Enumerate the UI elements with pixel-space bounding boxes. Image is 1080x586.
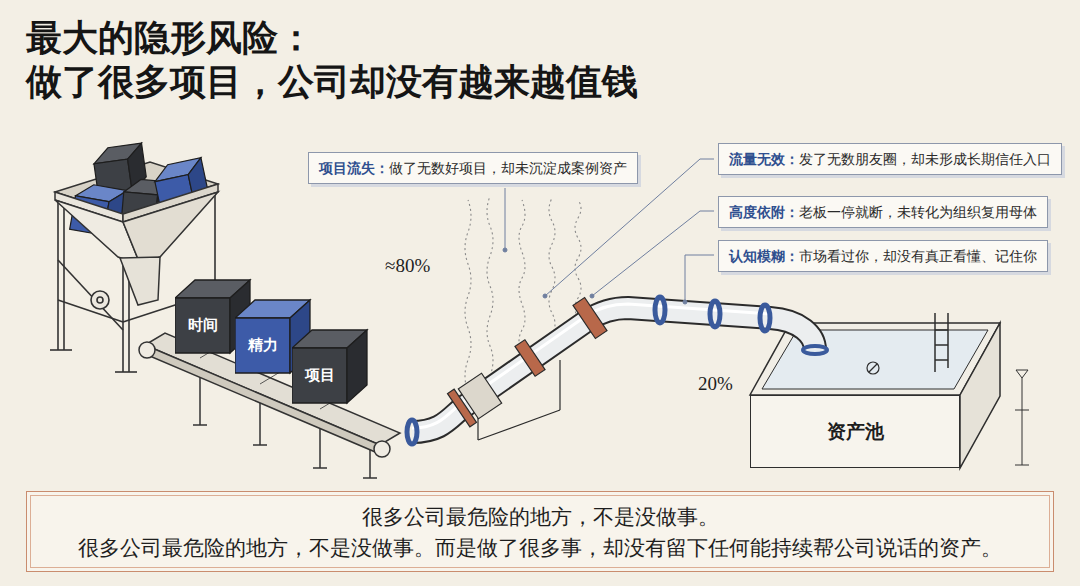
shape-circle <box>139 342 155 358</box>
asset-pool: 资产池 <box>750 395 960 468</box>
shape-ellipse <box>655 297 665 323</box>
callout-box: 高度依附：老板一停就断，未转化为组织复用母体 <box>718 196 1048 228</box>
shape-line <box>260 372 280 384</box>
shape-circle <box>503 248 507 252</box>
shape-polygon <box>1016 370 1028 378</box>
shape-rect <box>573 298 607 339</box>
callout-text: 发了无数朋友圈，却未形成长期信任入口 <box>799 151 1051 167</box>
shape-circle <box>867 362 879 374</box>
shape-line <box>58 260 123 330</box>
level-marker <box>1015 370 1029 465</box>
shape-path <box>685 255 714 302</box>
shape-path <box>592 211 714 296</box>
shape-circle <box>683 300 687 304</box>
diagram-title: 最大的隐形风险： 做了很多项目，公司却没有越来越值钱 <box>26 16 726 104</box>
callout-heading: 认知模糊： <box>729 248 799 264</box>
callout-box: 项目流失：做了无数好项目，却未沉淀成案例资产 <box>308 152 638 184</box>
callout-text: 老板一停就断，未转化为组织复用母体 <box>799 204 1037 220</box>
shape-path <box>549 198 555 336</box>
shape-line <box>259 397 261 445</box>
callout-text: 市场看过你，却没有真正看懂、记住你 <box>799 248 1037 264</box>
callout-heading: 项目流失： <box>319 160 389 176</box>
cube-face <box>235 318 290 373</box>
shape-circle <box>374 441 390 457</box>
shape-ellipse <box>407 420 417 444</box>
percent-label: 20% <box>698 373 733 395</box>
pipe-fittings <box>448 298 607 440</box>
shape-ellipse <box>710 301 720 327</box>
shape-line <box>869 364 877 372</box>
callout-box: 认知模糊：市场看过你，却没有真正看懂、记住你 <box>718 240 1048 272</box>
summary-text: 很多公司最危险的地方，不是没做事。 <box>362 501 719 532</box>
shape-path <box>465 200 471 392</box>
shape-line <box>478 410 560 440</box>
shape-line <box>193 424 207 426</box>
shape-circle <box>91 291 109 309</box>
shape-line <box>363 477 377 479</box>
shape-line <box>253 444 267 446</box>
shape-rect <box>515 340 545 377</box>
shape-rect <box>448 389 477 427</box>
cube-label: 时间 <box>175 298 230 353</box>
cube-face <box>292 348 347 403</box>
shape-polygon <box>762 330 988 389</box>
shape-path <box>519 200 525 356</box>
callout-heading: 流量无效： <box>729 151 799 167</box>
shape-line <box>50 349 72 351</box>
shape-circle <box>543 294 547 298</box>
shape-line <box>319 423 321 468</box>
shape-path <box>505 188 506 248</box>
shape-line <box>1015 465 1029 466</box>
callout-heading: 高度依附： <box>729 204 799 220</box>
shape-line <box>63 200 65 350</box>
percent-label: ≈80% <box>385 255 430 277</box>
input-cube: 项目 <box>292 328 369 405</box>
shape-line <box>934 313 936 372</box>
cube-label: 项目 <box>292 348 347 403</box>
pool-label: 资产池 <box>827 419 884 445</box>
cube-face <box>347 330 367 403</box>
summary-text: 很多公司最危险的地方，不是没做事。而是做了很多事，却没有留下任何能持续帮公司说话… <box>78 532 1002 563</box>
shape-line <box>935 344 948 346</box>
shape-circle <box>590 294 594 298</box>
cube-face <box>175 298 230 353</box>
callout-box: 流量无效：发了无数朋友圈，却未形成长期信任入口 <box>718 143 1062 175</box>
shape-polygon <box>123 192 218 264</box>
pool-body <box>750 313 1000 468</box>
shape-line <box>559 360 560 410</box>
cube-label: 精力 <box>235 318 290 373</box>
shape-ellipse <box>803 346 827 354</box>
shape-line <box>1022 378 1023 465</box>
callout-text: 做了无数好项目，却未沉淀成案例资产 <box>389 160 627 176</box>
shape-polygon <box>960 323 1000 468</box>
shape-line <box>199 372 201 425</box>
shape-ellipse <box>760 305 770 331</box>
shape-circle <box>97 297 103 303</box>
shape-path <box>487 196 493 376</box>
shape-line <box>57 200 59 350</box>
shape-line <box>935 359 948 361</box>
shape-line <box>313 467 327 469</box>
shape-polygon <box>750 323 1000 395</box>
shape-line <box>115 371 137 373</box>
summary-box: 很多公司最危险的地方，不是没做事。很多公司最危险的地方，不是没做事。而是做了很多… <box>26 491 1054 572</box>
shape-polygon <box>120 257 160 305</box>
shape-line <box>935 329 948 331</box>
shape-line <box>1015 410 1029 411</box>
